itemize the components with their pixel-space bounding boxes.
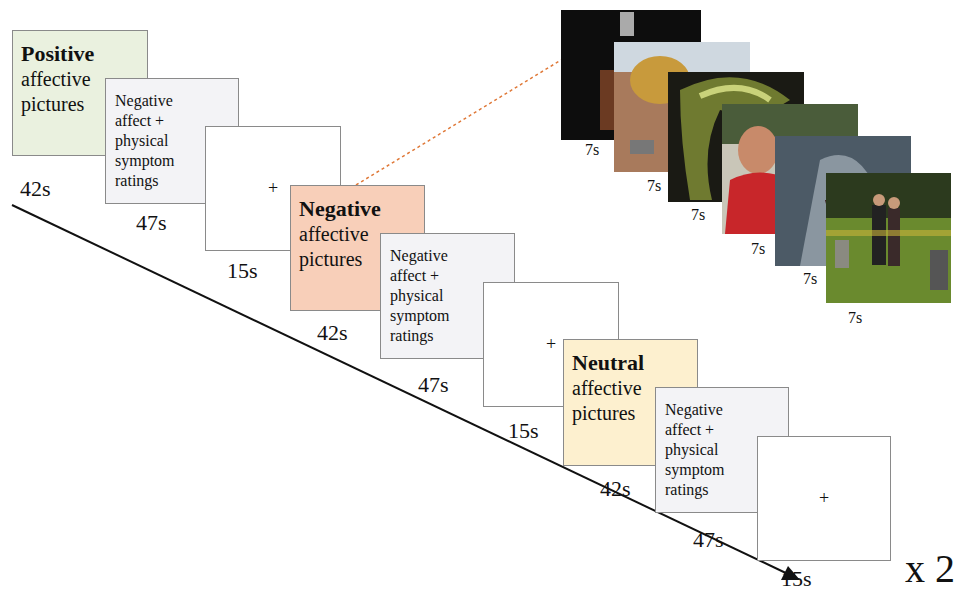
condition-heading: Neutral <box>572 350 684 376</box>
duration-label: 47s <box>693 527 724 553</box>
rating-text: Negative affect + physical symptom ratin… <box>390 246 478 346</box>
photo-duration: 7s <box>691 206 705 224</box>
fixation-cross: + <box>268 178 278 199</box>
duration-label: 15s <box>227 258 258 284</box>
rating-text: Negative affect + physical symptom ratin… <box>665 400 753 500</box>
duration-label: 15s <box>508 418 539 444</box>
repeat-label: x 2 <box>905 545 955 592</box>
duration-label: 42s <box>600 476 631 502</box>
duration-label: 42s <box>20 176 51 202</box>
photo-duration: 7s <box>751 240 765 258</box>
duration-label: 47s <box>418 372 449 398</box>
duration-label: 47s <box>136 210 167 236</box>
duration-label: 42s <box>317 320 348 346</box>
photo-stack <box>561 10 951 303</box>
timeline-arrow <box>12 205 790 575</box>
photo <box>826 173 951 303</box>
fixation-block: + <box>757 436 891 561</box>
rating-text: Negative affect + physical symptom ratin… <box>115 91 203 191</box>
photo-duration: 7s <box>647 177 661 195</box>
condition-heading: Positive <box>21 41 133 67</box>
leader-line <box>356 60 561 185</box>
fixation-cross: + <box>819 488 829 509</box>
photo-duration: 7s <box>803 270 817 288</box>
condition-heading: Negative <box>299 196 411 222</box>
photo-duration: 7s <box>585 141 599 159</box>
duration-label: 15s <box>781 566 812 592</box>
photo-duration: 7s <box>848 309 862 327</box>
fixation-cross: + <box>546 334 556 355</box>
